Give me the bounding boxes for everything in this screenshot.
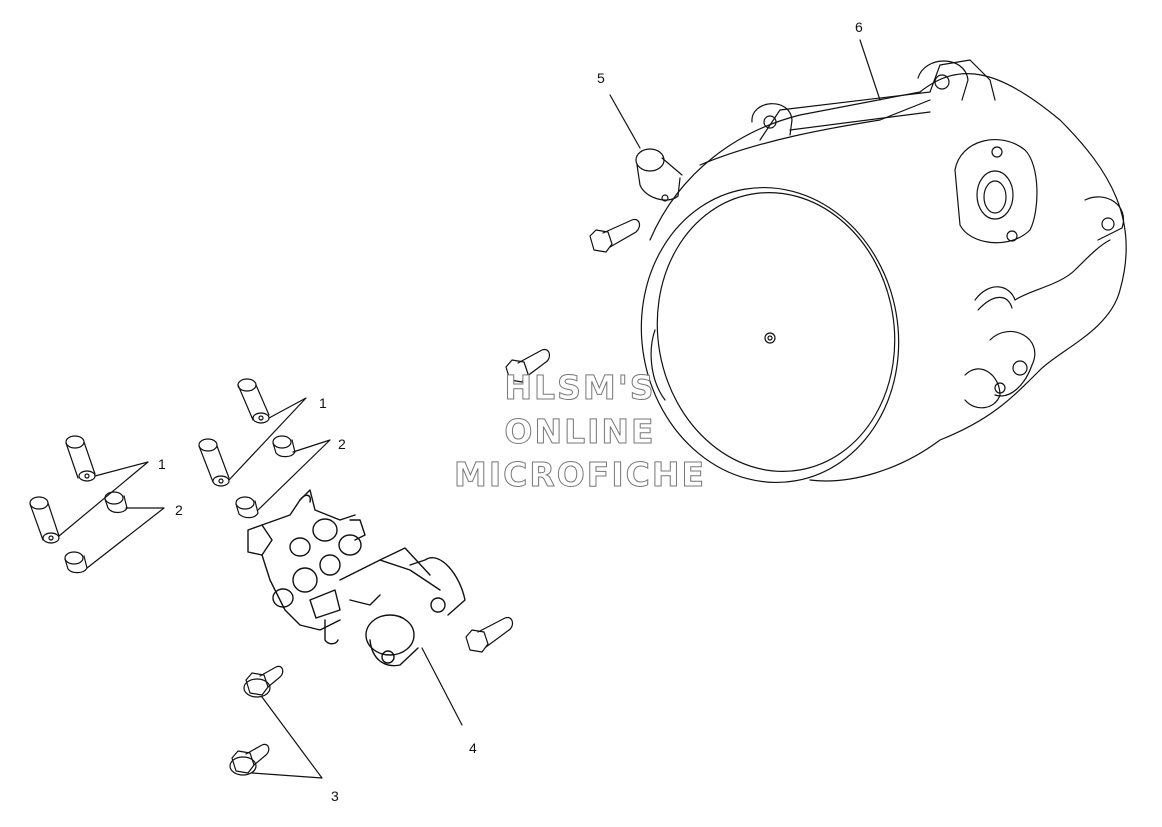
sleeve-upper-b xyxy=(235,496,259,519)
watermark-line-2: ONLINE xyxy=(504,412,656,452)
sleeve-upper-a xyxy=(272,435,296,458)
callout-3: 3 xyxy=(331,788,339,804)
flange-bolt-lower xyxy=(229,743,270,776)
watermark-line-3: MICROFICHE xyxy=(454,455,706,495)
spacer-tube-upper-b xyxy=(198,438,230,487)
callout-2-lower: 2 xyxy=(175,502,183,518)
callout-2-upper: 2 xyxy=(338,436,346,452)
callout-4: 4 xyxy=(469,740,477,756)
watermark-line-1: HLSM'S xyxy=(504,368,656,408)
sleeve-lower-b xyxy=(64,551,88,574)
cover-housing xyxy=(640,59,1127,484)
flange-bolt-upper xyxy=(243,665,284,698)
bushing-part-5 xyxy=(635,148,683,202)
callout-6: 6 xyxy=(855,19,863,35)
spacer-tube-lower-b xyxy=(29,496,60,544)
spacer-tube-upper-a xyxy=(237,378,270,424)
valve-assembly-part-4 xyxy=(247,489,466,667)
bolt-upper xyxy=(589,218,641,253)
spacer-tube-lower-a xyxy=(65,435,96,482)
callout-5: 5 xyxy=(597,70,605,86)
bolt-center xyxy=(505,348,551,383)
callout-1-upper: 1 xyxy=(319,395,327,411)
callout-1-lower: 1 xyxy=(158,456,166,472)
bolt-right xyxy=(465,616,514,653)
